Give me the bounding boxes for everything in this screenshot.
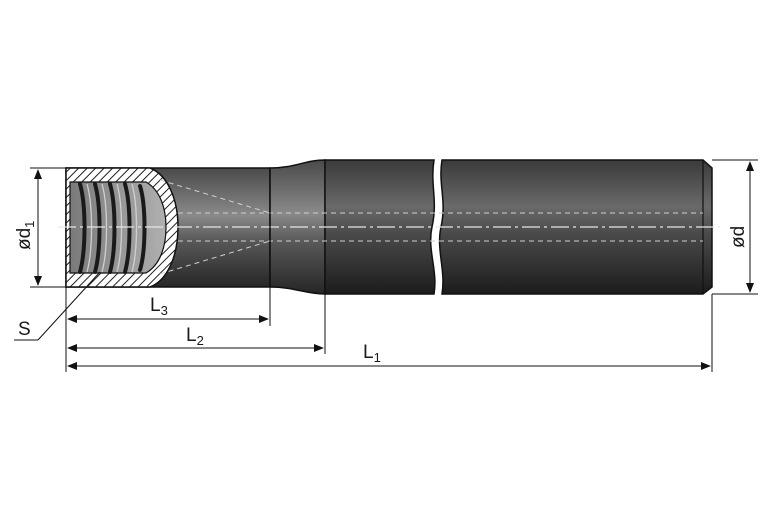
hidden-lines [159,179,703,275]
l2-label: L [186,325,197,346]
dim-d1: ød1 [14,167,66,288]
dim-l3: L3 [67,295,269,323]
l1-subscript: 1 [374,350,381,365]
thread-turns [78,182,147,274]
d1-subscript: 1 [22,221,37,228]
svg-text:L2: L2 [186,325,204,348]
d-label: ød [728,226,749,248]
l3-subscript: 3 [161,303,168,318]
dim-l2: L2 [67,325,324,352]
l1-label: L [363,342,374,363]
svg-text:L3: L3 [150,295,168,318]
extension-lines [65,287,713,372]
s-label: S [18,319,31,340]
d1-label: ød [14,228,35,250]
l2-subscript: 2 [197,333,204,348]
dim-s: S [14,271,101,341]
svg-text:ød1: ød1 [14,221,37,250]
dim-d: ød [712,159,758,295]
dim-l1: L1 [67,342,711,370]
l3-label: L [150,295,161,316]
svg-text:L1: L1 [363,342,381,365]
